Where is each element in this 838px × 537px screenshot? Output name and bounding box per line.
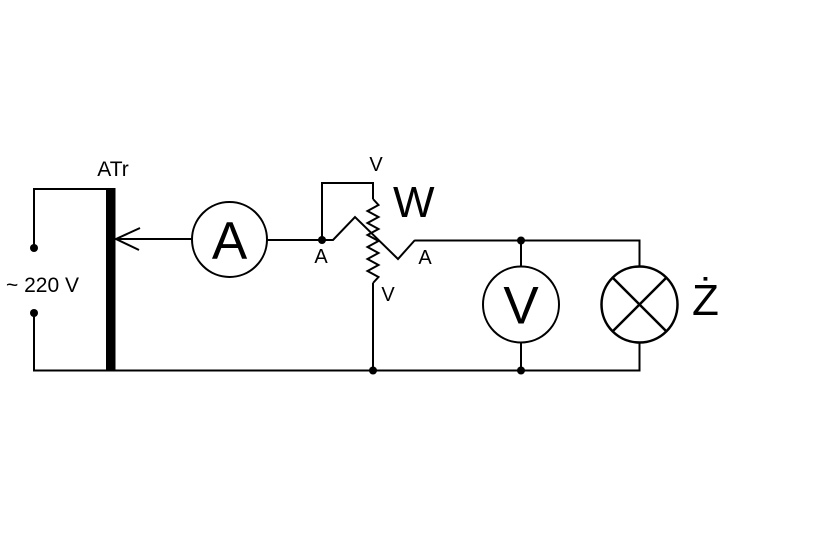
lamp-label: Ż [692,276,719,325]
autotransformer-bar [106,188,116,371]
ammeter: A [191,201,268,278]
wire-bottom-rail [33,313,641,372]
rheostat-bottom-terminal-label: V [381,284,395,306]
rheostat-wiper-icon [322,215,416,261]
rheostat-right-terminal-label: A [418,247,432,269]
wire-rheostat-top-tap [321,182,374,240]
arrowhead-wiper-icon [113,227,141,251]
ammeter-circle-icon [191,201,268,278]
terminal-dot-source-top [30,244,38,252]
wire-top-right-rail [415,239,641,267]
rheostat-top-terminal-label: V [369,154,383,176]
lamp [600,265,679,344]
junction-dot-voltmeter-bottom [517,366,525,375]
rheostat-label: W [393,178,435,227]
autotransformer-label: ATr [97,158,129,181]
junction-dot-rheostat-bottom [369,366,377,375]
junction-dot-voltmeter-top [517,236,525,245]
wire-source-top [33,188,106,248]
voltmeter-circle-icon [482,265,560,344]
junction-dot-rheostat-left [318,236,326,244]
voltmeter-label: V [503,277,539,336]
source-voltage-label: ~ 220 V [6,274,79,297]
ammeter-label: A [212,212,248,271]
rheostat-zigzag-icon [365,198,381,284]
terminal-dot-source-bottom [30,309,38,317]
rheostat-left-terminal-label: A [314,246,328,268]
lamp-cross-diagonal-2 [611,276,668,333]
voltmeter: V [482,265,560,344]
